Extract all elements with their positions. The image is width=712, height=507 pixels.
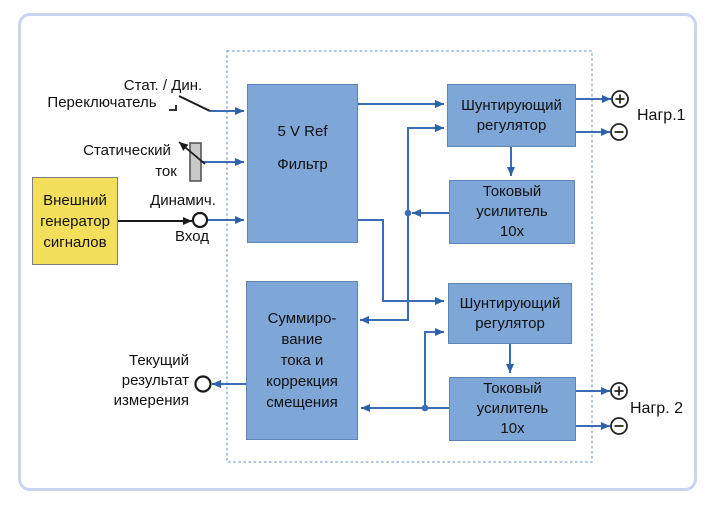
load2-plus-terminal-icon bbox=[610, 382, 628, 400]
block-current-amplifier-1: Токовый усилитель 10x bbox=[449, 180, 575, 244]
potentiometer-icon bbox=[178, 141, 206, 182]
load1-label: Нагр.1 bbox=[637, 107, 686, 124]
switch-label-bottom: Переключатель bbox=[47, 94, 157, 111]
block-shunt-regulator-1: Шунтирующий регулятор bbox=[447, 84, 576, 147]
block-signal-generator: Внешний генератор сигналов bbox=[32, 177, 118, 265]
blue-signal-wires bbox=[201, 95, 611, 430]
switch-label-top: Стат. / Дин. bbox=[123, 77, 203, 94]
measurement-node-icon bbox=[194, 375, 212, 393]
load1-plus-terminal-icon bbox=[611, 90, 629, 108]
switch-icon bbox=[169, 95, 211, 112]
dashed-boundary bbox=[226, 50, 593, 463]
dynamic-input-label-top: Динамич. bbox=[150, 192, 216, 209]
block-5v-ref-filter: 5 V Ref Фильтр bbox=[247, 84, 358, 243]
static-current-label-bottom: ток bbox=[155, 163, 177, 180]
wire-ref-to-shunt2 bbox=[358, 219, 444, 305]
junction-dot-1 bbox=[404, 209, 412, 217]
dynamic-input-label-bottom: Вход bbox=[175, 228, 209, 245]
wire-feedback1-down bbox=[360, 213, 409, 324]
load2-minus-terminal-icon bbox=[610, 417, 628, 435]
measurement-label: Текущий результат измерения bbox=[113, 352, 189, 409]
static-current-label-top: Статический bbox=[83, 142, 171, 159]
block-shunt-regulator-2: Шунтирующий регулятор bbox=[448, 283, 572, 344]
load2-label: Нагр. 2 bbox=[630, 400, 683, 417]
wire-feedback2-up bbox=[424, 328, 444, 408]
block-summing: Суммиро- вание тока и коррекция смещения bbox=[246, 281, 358, 440]
load1-minus-terminal-icon bbox=[610, 123, 628, 141]
dynamic-input-node-icon bbox=[191, 211, 209, 229]
block-current-amplifier-2: Токовый усилитель 10x bbox=[449, 377, 576, 441]
junction-dot-2 bbox=[421, 404, 429, 412]
wire-feedback1-up bbox=[407, 124, 444, 213]
